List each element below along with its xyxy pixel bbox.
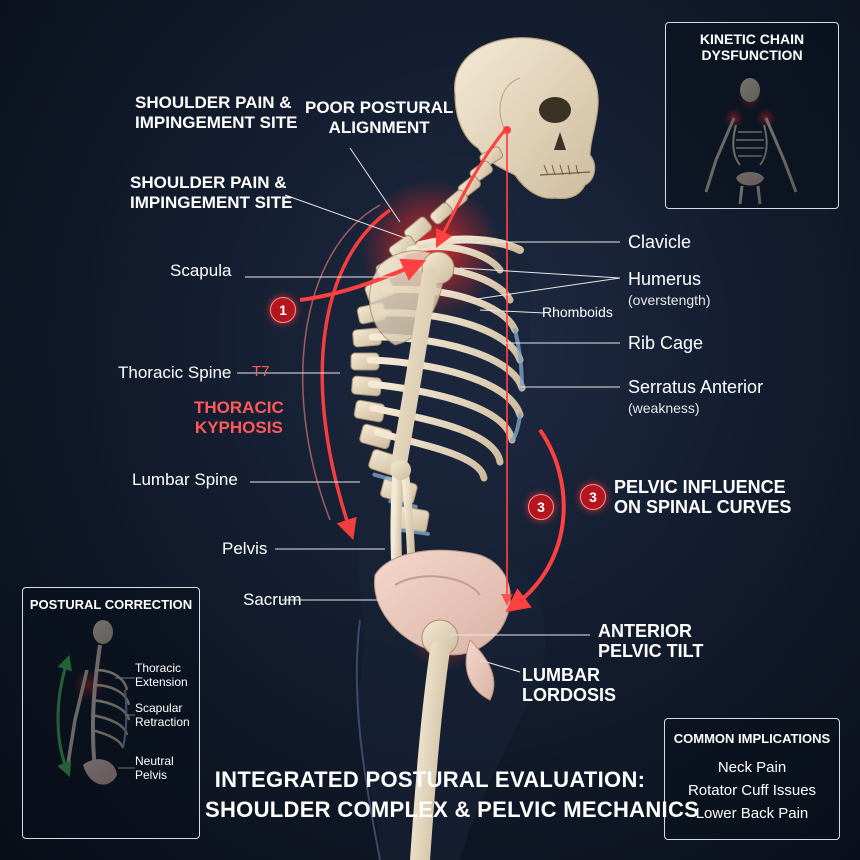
postural-correction-panel: POSTURAL CORRECTION xyxy=(22,587,200,839)
label-clavicle: Clavicle xyxy=(628,232,692,252)
main-title-line2: SHOULDER COMPLEX & PELVIC MECHANICS xyxy=(205,797,700,822)
correction-item-neutral-pelvis: Neutral Pelvis xyxy=(135,754,174,782)
forward-shoulder-arrow xyxy=(299,258,427,302)
kyphosis-arrow-outer xyxy=(302,204,381,521)
main-title-line1: INTEGRATED POSTURAL EVALUATION: xyxy=(214,767,646,792)
label-humerus-note: (overstength) xyxy=(628,292,711,308)
costal-cartilage xyxy=(510,328,524,442)
correction-item-thoracic-extension: Thoracic Extension xyxy=(135,661,188,689)
neck-line-arrow xyxy=(435,129,507,249)
kyphosis-arrow xyxy=(320,208,392,540)
label-pelvis: Pelvis xyxy=(222,539,268,558)
common-implications-panel: COMMON IMPLICATIONS Neck Pain Rotator Cu… xyxy=(664,718,840,840)
postural-correction-title: POSTURAL CORRECTION xyxy=(29,597,193,612)
leg-silhouette-line xyxy=(355,619,381,860)
label-shoulder-pain-2: SHOULDER PAIN & IMPINGEMENT SITE xyxy=(130,173,293,212)
label-anterior-pelvic-tilt: ANTERIOR PELVIC TILT xyxy=(598,621,704,661)
kinetic-chain-title: KINETIC CHAIN DYSFUNCTION xyxy=(699,31,805,64)
label-pelvic-influence: PELVIC INFLUENCE ON SPINAL CURVES xyxy=(614,477,792,517)
label-rib-cage: Rib Cage xyxy=(628,333,704,353)
label-t7: T7 xyxy=(252,363,270,380)
label-sacrum: Sacrum xyxy=(243,590,302,609)
label-scapula: Scapula xyxy=(170,261,232,280)
badge-3a: 3 xyxy=(528,494,554,520)
label-humerus: Humerus xyxy=(628,269,702,289)
kinetic-chain-panel: KINETIC CHAIN DYSFUNCTION xyxy=(665,22,839,209)
badge-3b: 3 xyxy=(580,484,606,510)
label-rhomboids: Rhomboids xyxy=(542,304,613,320)
label-serratus-note: (weakness) xyxy=(628,400,700,416)
implications-title: COMMON IMPLICATIONS xyxy=(673,731,831,746)
label-shoulder-pain-1: SHOULDER PAIN & IMPINGEMENT SITE xyxy=(135,93,298,132)
label-poor-postural-alignment: POOR POSTURAL ALIGNMENT xyxy=(305,98,454,137)
label-lumbar-spine: Lumbar Spine xyxy=(132,470,238,489)
correction-item-scapular-retraction: Scapular Retraction xyxy=(135,701,190,729)
badge-1: 1 xyxy=(270,297,296,323)
implication-rotator-cuff: Rotator Cuff Issues xyxy=(687,782,817,799)
leader-lines xyxy=(237,147,621,673)
label-lumbar-lordosis: LUMBAR LORDOSIS xyxy=(522,665,617,705)
implication-lower-back-pain: Lower Back Pain xyxy=(695,805,809,822)
rib-cage xyxy=(366,243,526,482)
label-thoracic-kyphosis: THORACIC KYPHOSIS xyxy=(194,398,284,437)
implication-neck-pain: Neck Pain xyxy=(717,759,787,776)
label-serratus-anterior: Serratus Anterior xyxy=(628,377,764,397)
femur xyxy=(410,640,450,860)
pelvic-arrow xyxy=(505,428,566,613)
clavicle xyxy=(416,235,524,254)
label-thoracic-spine: Thoracic Spine xyxy=(118,363,232,382)
